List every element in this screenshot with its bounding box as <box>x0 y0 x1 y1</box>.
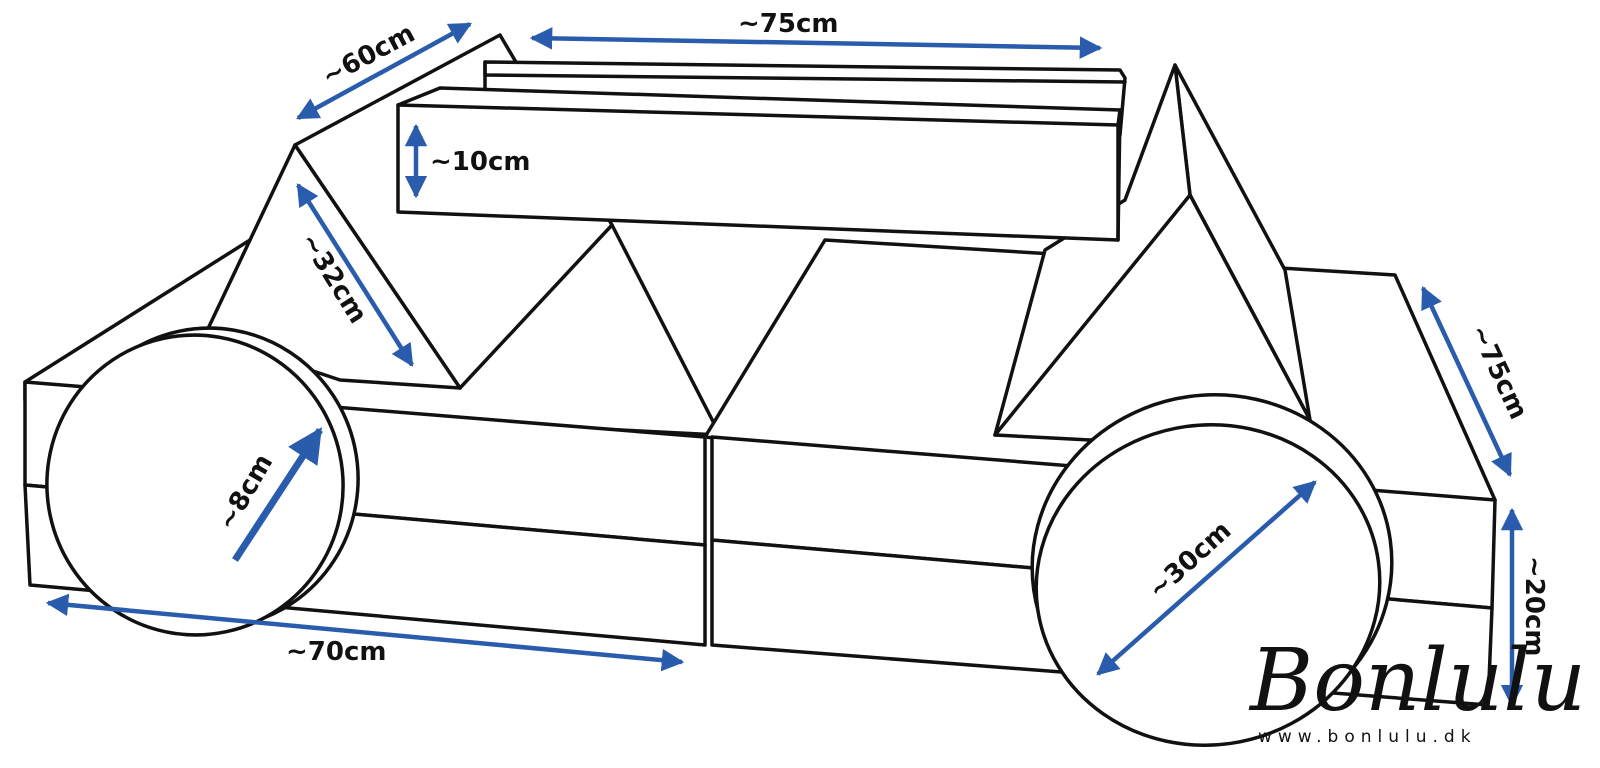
brand-url: www.bonlulu.dk <box>1258 727 1477 747</box>
arrow-slope <box>296 183 414 367</box>
arrow-wheel-diameter <box>1096 480 1317 676</box>
label-bottom-length: ~70cm <box>286 637 386 667</box>
label-top-length: ~75cm <box>738 9 838 39</box>
label-height: ~20cm <box>1519 556 1549 656</box>
left-wheel <box>45 326 360 637</box>
arrow-bottom-length <box>45 593 685 672</box>
label-thickness: ~10cm <box>430 147 530 177</box>
arrow-top-length <box>529 27 1103 59</box>
label-side-length: ~75cm <box>1464 320 1534 424</box>
arrow-side-length <box>1420 285 1513 478</box>
arrow-wheel-width <box>232 427 323 562</box>
dimension-arrows <box>45 22 1524 708</box>
brand-logo: Bonlulu <box>1248 631 1586 731</box>
top-cushion-front <box>396 86 1122 242</box>
arrow-depth <box>296 22 472 120</box>
